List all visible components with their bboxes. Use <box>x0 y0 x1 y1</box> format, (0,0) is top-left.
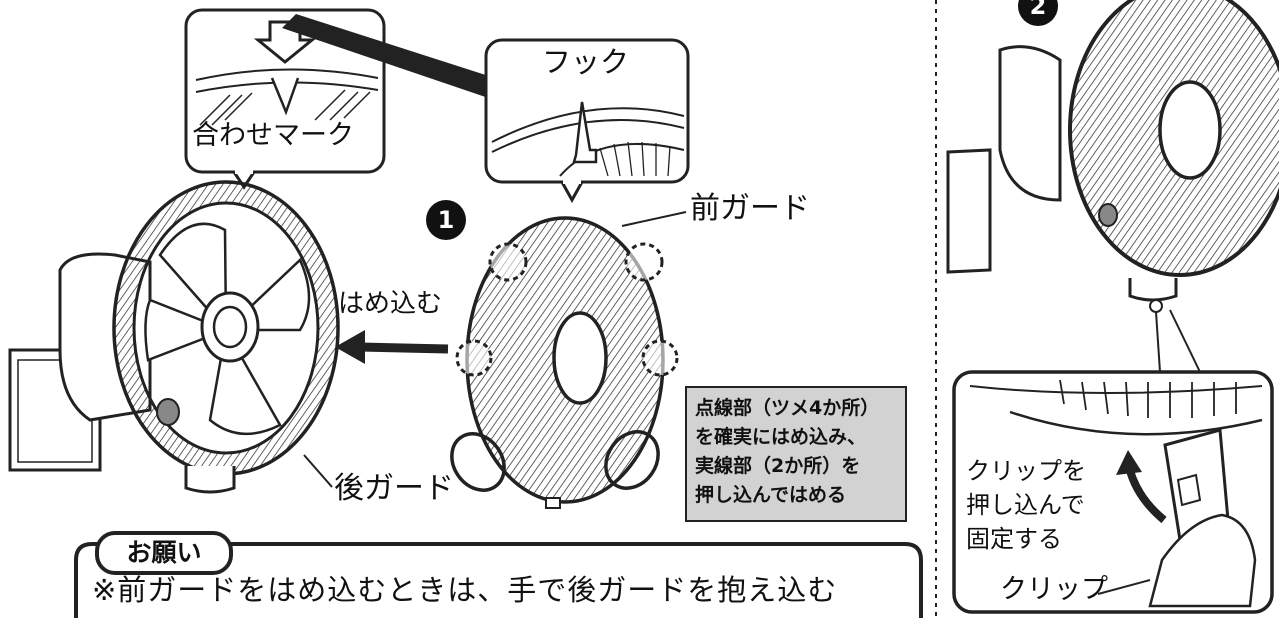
fit-in-label: はめ込む <box>338 289 443 319</box>
request-frame <box>74 542 923 618</box>
rear-guard-label: 後ガード <box>334 471 454 506</box>
note-line-4: 押し込んではめる <box>695 484 847 506</box>
note-line-3: 実線部（2か所）を <box>695 455 861 477</box>
front-guard <box>450 211 687 509</box>
note-line-2: を確実にはめ込み、 <box>695 426 867 448</box>
hook-label: フック <box>542 45 630 79</box>
clip-detail <box>952 370 1274 614</box>
front-guard-label: 前ガード <box>690 191 810 226</box>
step-1-badge: 1 <box>426 200 466 240</box>
step-2-badge: 2 <box>1018 0 1058 26</box>
request-text: ※前ガードをはめ込むときは、手で後ガードを抱え込む <box>92 573 838 607</box>
note-line-1: 点線部（ツメ4か所） <box>695 397 880 419</box>
pointer-arrow <box>282 14 520 108</box>
alignment-mark-label: 合わせマーク <box>192 120 354 151</box>
clip-action-line-2: 押し込んで <box>966 491 1085 519</box>
fit-in-arrow <box>335 330 449 364</box>
fan-assembled-right <box>946 0 1279 373</box>
request-title: お願い <box>95 531 233 575</box>
clip-action-line-1: クリップを <box>966 457 1086 485</box>
clip-action-line-3: 固定する <box>966 525 1062 553</box>
fan-body-left <box>8 180 340 494</box>
clip-label: クリップ <box>1000 574 1108 605</box>
alignment-mark-callout <box>184 8 386 190</box>
hook-callout <box>484 38 690 204</box>
instruction-note: 点線部（ツメ4か所） を確実にはめ込み、 実線部（2か所）を 押し込んではめる <box>685 386 907 522</box>
